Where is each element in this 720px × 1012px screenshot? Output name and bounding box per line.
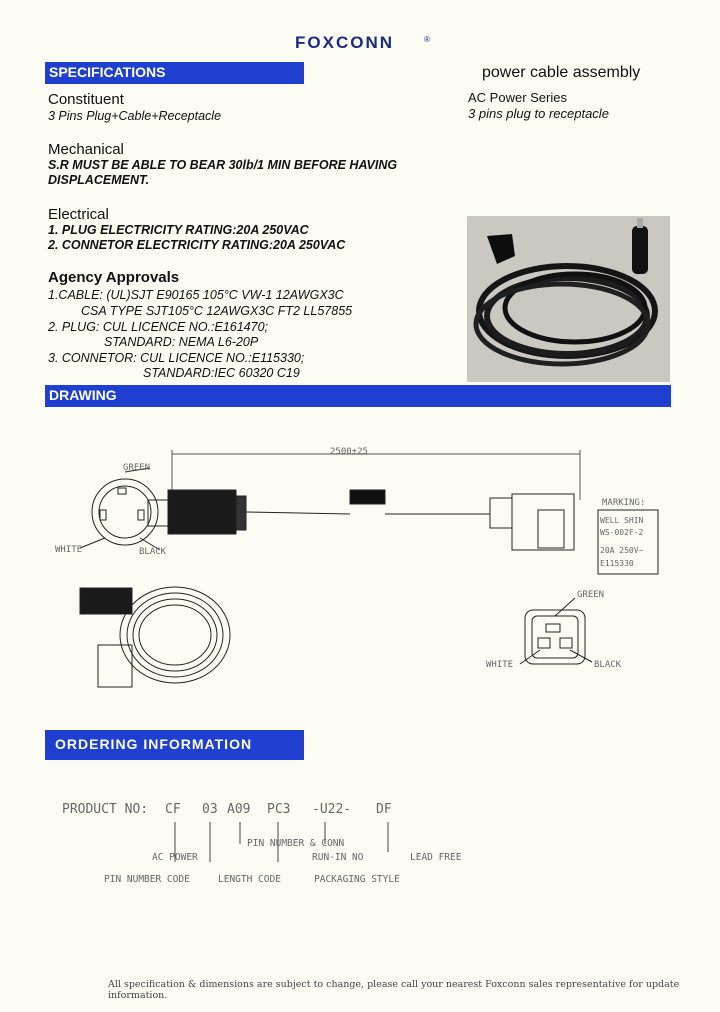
agency-line-1: 1.CABLE: (UL)SJT E90165 105°C VW-1 12AWG… <box>48 288 344 302</box>
specifications-bar: SPECIFICATIONS <box>45 62 304 84</box>
agency-line-4: STANDARD: NEMA L6-20P <box>104 335 259 349</box>
code-03: 03 <box>202 802 218 817</box>
code-cf: CF <box>165 802 181 817</box>
electrical-heading: Electrical <box>48 206 109 223</box>
marking-title: MARKING: <box>602 498 646 508</box>
ordering-leader-lines <box>174 822 389 862</box>
code-u22: -U22- <box>312 802 352 817</box>
technical-drawing <box>40 440 670 710</box>
plug-white-label: WHITE <box>55 545 83 555</box>
agency-heading: Agency Approvals <box>48 269 180 286</box>
lead-free-label: LEAD FREE <box>410 852 462 863</box>
mechanical-heading: Mechanical <box>48 141 124 158</box>
marking-line-4: E115330 <box>600 559 634 568</box>
mechanical-line-1: S.R MUST BE ABLE TO BEAR 30lb/1 MIN BEFO… <box>48 158 398 172</box>
marking-line-3: 20A 250V~ <box>600 546 644 555</box>
length-code-label: LENGTH CODE <box>218 874 281 885</box>
receptacle-black-label: BLACK <box>594 660 622 670</box>
plug-green-label: GREEN <box>123 463 151 473</box>
drawing-bar: DRAWING <box>45 385 671 407</box>
series-name: AC Power Series <box>468 90 567 105</box>
product-no-label: PRODUCT NO: <box>62 802 149 817</box>
agency-line-5: 3. CONNETOR: CUL LICENCE NO.:E115330; <box>48 351 305 365</box>
footer-disclaimer: All specification & dimensions are subje… <box>108 979 680 1001</box>
pin-number-conn-label: PIN NUMBER & CONN <box>247 838 345 849</box>
code-df: DF <box>376 802 392 817</box>
length-dimension: 2500±25 <box>330 447 368 457</box>
code-pc3: PC3 <box>267 802 291 817</box>
marking-line-2: WS-002F-2 <box>600 528 644 537</box>
plug-black-label: BLACK <box>139 547 167 557</box>
receptacle-white-label: WHITE <box>486 660 514 670</box>
receptacle-green-label: GREEN <box>577 590 605 600</box>
constituent-heading: Constituent <box>48 91 124 108</box>
code-a09: A09 <box>227 802 251 817</box>
agency-line-3: 2. PLUG: CUL LICENCE NO.:E161470; <box>48 320 269 334</box>
mechanical-line-2: DISPLACEMENT. <box>48 173 150 187</box>
ac-power-label: AC POWER <box>152 852 198 863</box>
electrical-line-2: 2. CONNETOR ELECTRICITY RATING:20A 250VA… <box>48 238 346 252</box>
constituent-text: 3 Pins Plug+Cable+Receptacle <box>48 109 222 123</box>
doc-title: power cable assembly <box>482 64 641 81</box>
run-in-label: RUN-IN NO <box>312 852 364 863</box>
packaging-style-label: PACKAGING STYLE <box>314 874 400 885</box>
agency-line-2: CSA TYPE SJT105°C 12AWGX3C FT2 LL57855 <box>81 304 353 318</box>
series-subtitle: 3 pins plug to receptacle <box>468 106 609 121</box>
electrical-line-1: 1. PLUG ELECTRICITY RATING:20A 250VAC <box>48 223 309 237</box>
foxconn-logo: FOXCONN <box>295 33 394 52</box>
pin-number-code-label: PIN NUMBER CODE <box>104 874 190 885</box>
agency-line-6: STANDARD:IEC 60320 C19 <box>143 366 300 380</box>
marking-line-1: WELL SHIN <box>600 516 644 525</box>
registered-mark: ® <box>424 35 430 44</box>
product-photo <box>467 216 670 382</box>
ordering-bar: ORDERING INFORMATION <box>45 730 304 760</box>
